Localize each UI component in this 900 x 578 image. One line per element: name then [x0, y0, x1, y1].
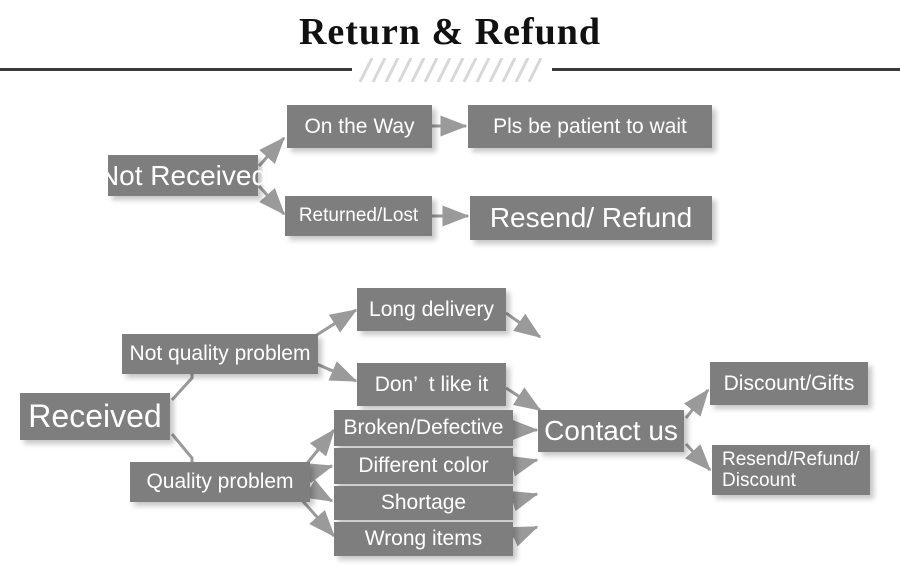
arrow-dont-like-it-to-contact [505, 386, 542, 412]
line-received-to-not-quality-problem [170, 374, 194, 402]
node-resend-refund[interactable]: Resend/ Refund [470, 196, 712, 240]
arrow-wrong-to-contact [509, 525, 539, 547]
arrow-notquality-to-long-delivery [311, 308, 358, 340]
page-title: Return & Refund [298, 11, 602, 53]
node-pls-be-patient-to-wait[interactable]: Pls be patient to wait [468, 105, 712, 148]
node-not-quality-problem[interactable]: Not quality problem [122, 334, 318, 374]
arrow-shortage-to-contact [509, 491, 539, 512]
node-resend-refund-discount[interactable]: Resend/Refund/ Discount [712, 445, 870, 495]
arrow-contact-to-resend-discount [684, 442, 712, 472]
node-contact-us[interactable]: Contact us [538, 410, 684, 452]
divider-rule-left [0, 68, 352, 71]
arrow-quality-to-broken [303, 428, 336, 467]
node-dont-like-it[interactable]: Don’ t like it [357, 363, 506, 406]
arrow-long-delivery-to-contact [505, 311, 542, 339]
node-received[interactable]: Received [20, 393, 170, 440]
node-quality-problem[interactable]: Quality problem [130, 462, 310, 502]
diagonal-hatch-divider-icon [358, 58, 543, 82]
arrow-notquality-to-dont-like-it [311, 360, 358, 383]
arrow-contact-to-discount-gifts [683, 388, 710, 419]
node-discount-gifts[interactable]: Discount/Gifts [710, 362, 868, 405]
arrow-quality-to-wrong [298, 496, 336, 538]
node-returned-lost[interactable]: Returned/Lost [285, 196, 432, 236]
node-not-received[interactable]: Not Received [99, 155, 267, 196]
node-long-delivery[interactable]: Long delivery [357, 288, 506, 331]
divider-rule-right [552, 68, 900, 71]
node-different-color[interactable]: Different color [334, 448, 513, 484]
node-wrong-items[interactable]: Wrong items [334, 522, 513, 556]
arrow-different-to-contact [509, 455, 539, 477]
node-on-the-way[interactable]: On the Way [287, 105, 432, 148]
node-shortage[interactable]: Shortage [334, 486, 513, 520]
line-received-to-quality-problem [170, 433, 194, 462]
node-broken-defective[interactable]: Broken/Defective [334, 410, 513, 446]
